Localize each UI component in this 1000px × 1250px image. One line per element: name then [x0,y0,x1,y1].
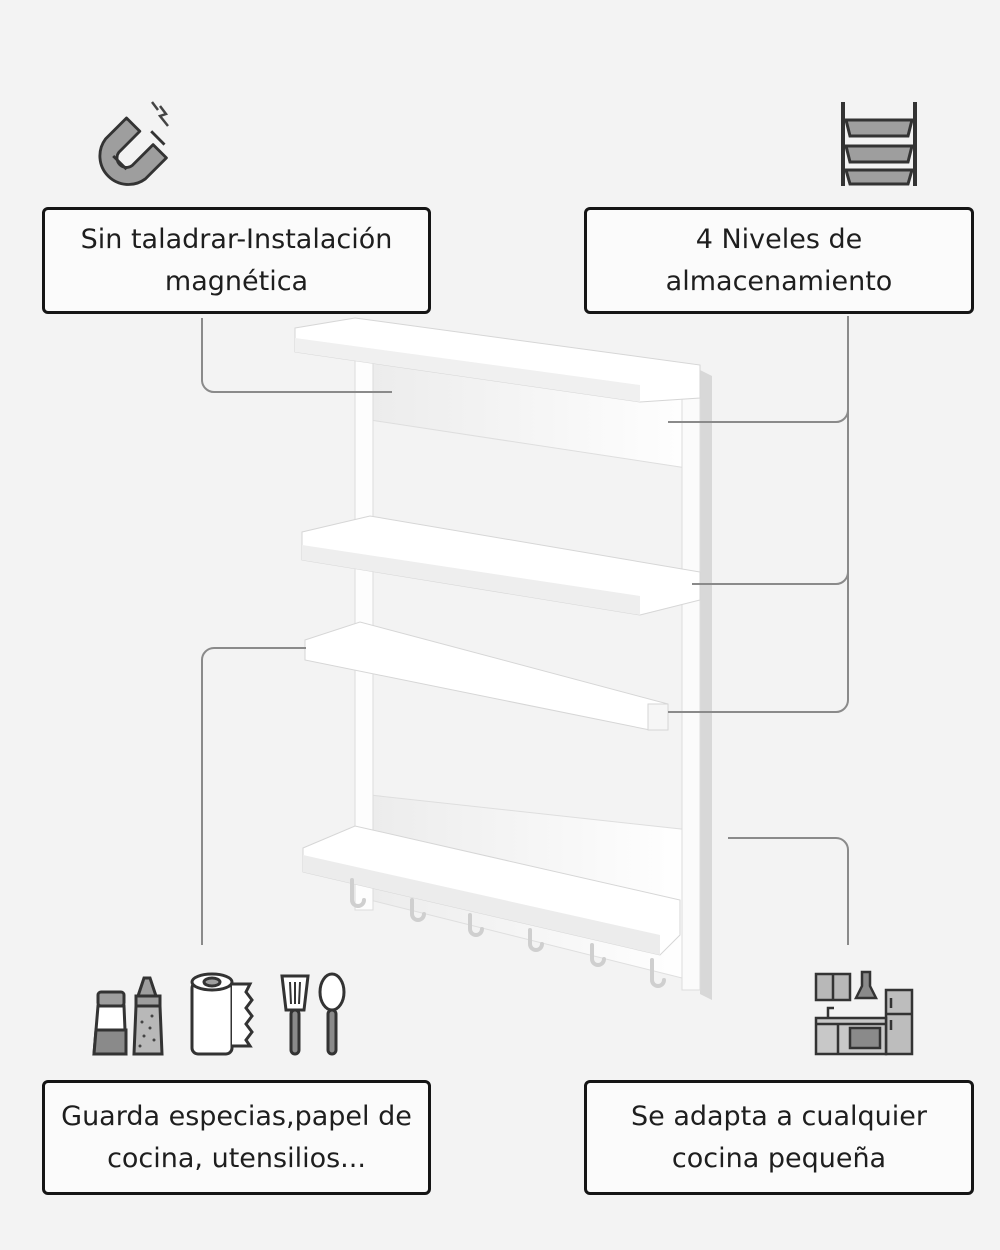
callout-storage-uses: Guarda especias,papel de cocina, utensil… [42,1080,431,1195]
callout-storage-line2: cocina, utensilios... [107,1142,366,1174]
shelf-tier-3 [304,621,669,731]
shelf-tier-4 [302,825,681,956]
leader-lines [201,316,849,945]
rack-right-rail [681,369,701,991]
paper-towel-icon [190,972,254,1056]
spice-shakers-icon [92,976,164,1056]
kitchen-utensils-icon [280,972,346,1056]
hooks [350,878,666,988]
callout-small-kitchen: Se adapta a cualquier cocina pequeña [584,1080,974,1195]
callout-fit-line1: Se adapta a cualquier [630,1100,927,1132]
callout-magnetic-line2: magnética [164,265,309,297]
shelf-tier-1 [294,317,701,403]
callout-magnetic-installation: Sin taladrar-Instalación magnética [42,207,431,314]
callout-storage-levels: 4 Niveles de almacenamiento [584,207,974,314]
callout-magnetic-line1: Sin taladrar-Instalación [80,223,393,255]
shelf-tier-2 [301,515,701,616]
magnet-icon [98,101,169,186]
callout-fit-line2: cocina pequeña [671,1142,887,1174]
callout-storage-line1: Guarda especias,papel de [61,1100,412,1132]
kitchen-icon [814,970,914,1056]
callout-levels-line2: almacenamiento [665,265,893,297]
shelves-icon [841,102,917,186]
callout-levels-line1: 4 Niveles de [695,223,863,255]
